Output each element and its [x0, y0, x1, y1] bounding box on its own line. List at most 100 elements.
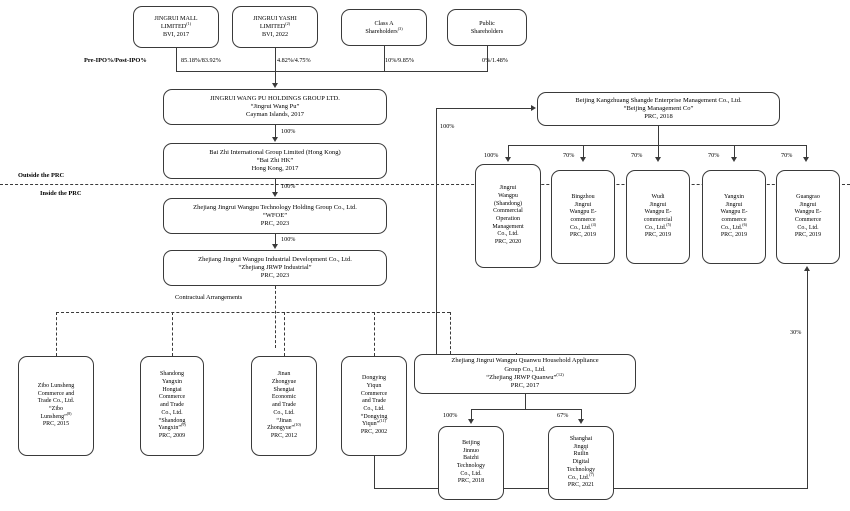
connector-bmc-to-sub-1 [508, 145, 509, 159]
footnote-ref: (9) [180, 422, 186, 428]
subsidiary-line: Wangpu [498, 192, 518, 199]
connector-dongying-down [374, 456, 375, 488]
subsidiary-line: Operation [496, 216, 520, 222]
subsidiary-line: Jingrui [799, 201, 817, 208]
subsidiary-line: Jingrui [499, 185, 517, 192]
entity-location: Hong Kong, 2017 [251, 165, 299, 173]
arrow-to-sub-2 [580, 157, 586, 162]
footnote-ref: (7) [589, 471, 595, 477]
subsidiary-location: PRC, 2019 [794, 232, 822, 239]
vie-alias-line: Lunsheng”(8) [40, 410, 72, 420]
contractual-arrangements-label: Contractual Arrangements [175, 294, 243, 301]
vie-line: Yiqun [366, 382, 382, 389]
vie-location: PRC, 2002 [360, 429, 388, 436]
connector-wfoe-to-industrial [275, 234, 276, 246]
subsidiary-line: Technology [566, 466, 596, 473]
shareholder-box-public: Public Shareholders [447, 9, 527, 46]
footnote-ref: (12) [556, 371, 564, 377]
vie-line: Zibo Lunsheng [37, 382, 75, 389]
pct-bmc-to-sub-4: 70% [708, 152, 720, 159]
subsidiary-box-guangrao-jingrui: Guangrao Jingrui Wangpu E- Commerce Co.,… [776, 170, 840, 264]
vie-location: PRC, 2012 [270, 432, 298, 439]
pct-wfoe-to-industrial: 100% [281, 236, 296, 243]
vie-alias-line: Yiqun”(11) [362, 418, 386, 428]
pct-bmc-to-sub-2: 70% [563, 152, 575, 159]
vie-line: “Jinan [276, 417, 292, 424]
connector-yashi-down [275, 48, 276, 72]
vie-line: “Zibo [49, 406, 63, 412]
connector-bmc-down [658, 126, 659, 145]
subsidiary-line: commercial [643, 217, 673, 223]
entity-location: Cayman Islands, 2017 [246, 111, 304, 119]
connector-quanwu-to-shanghai-jingqi [581, 409, 582, 421]
vie-line: Zhongyue [271, 379, 297, 386]
connector-public-down [487, 46, 488, 72]
vie-line: Commerce and [37, 390, 75, 397]
footnote-ref: (11) [379, 418, 386, 424]
connector-holdings-to-baizhi [275, 125, 276, 139]
arrow-to-sub-3 [655, 157, 661, 162]
vie-alias-line: Yangxin”(9) [158, 422, 186, 432]
entity-box-jingrui-wang-pu-holdings: JINGRUI WANG PU HOLDINGS GROUP LTD. “Jin… [163, 89, 387, 125]
shareholder-name-line1: Class A [374, 19, 394, 27]
entity-box-jrwp-industrial: Zhejiang Jingrui Wangpu Industrial Devel… [163, 250, 387, 286]
subsidiary-line: Digital [572, 459, 590, 466]
footnote-ref: (3) [397, 25, 403, 31]
entity-box-wfoe: Zhejiang Jingrui Wangpu Technology Holdi… [163, 198, 387, 234]
vie-line: “Shandong [158, 417, 186, 424]
connector-quanwu-to-beijing-jinnuo [471, 409, 472, 421]
arrow-to-industrial [272, 244, 278, 249]
vie-line: Hongtai [162, 386, 182, 393]
subsidiary-location: PRC, 2021 [567, 482, 595, 489]
subsidiary-line: (Shandong) [494, 200, 522, 207]
shareholder-box-class-a: Class A Shareholders(3) [341, 9, 427, 46]
subsidiary-line-sup: Co., Ltd.(7) [567, 471, 595, 481]
label-outside-prc: Outside the PRC [18, 172, 65, 179]
subsidiary-location: PRC, 2019 [720, 232, 748, 239]
connector-bmc-to-sub-3 [658, 145, 659, 159]
vie-line: Co., Ltd. [273, 409, 295, 416]
ownership-pct-class-a: 10%/9.85% [385, 57, 415, 64]
entity-alias: “Zhejiang JRWP Quanwu”(12) [486, 371, 564, 381]
entity-box-beijing-management-co: Beijing Kangzhuang Shangde Enterprise Ma… [537, 92, 780, 126]
subsidiary-location: PRC, 2018 [457, 478, 485, 485]
entity-box-zhejiang-jrwp-quanwu: Zhejiang Jingrui Wangpu Quanwu Household… [414, 354, 636, 394]
arrow-to-beijing-management-co [531, 105, 536, 111]
subsidiary-line: Jingrui [574, 201, 592, 208]
entity-name: Bai Zhi International Group Limited (Hon… [209, 148, 341, 156]
shareholder-box-jingrui-mall: JINGRUI MALL LIMITED(1) BVI, 2017 [133, 6, 219, 48]
ownership-pct-jingrui-yashi: 4.82%/4.75% [277, 57, 311, 64]
subsidiary-line: Co., Ltd. [797, 224, 819, 231]
subsidiary-line: Jingrui [725, 201, 743, 208]
shareholder-name-line2: LIMITED(2) [259, 20, 291, 31]
connector-bus-to-holdings [275, 71, 276, 84]
vie-line: and Trade [362, 398, 386, 405]
ownership-pct-jingrui-mall: 85.18%/83.92% [181, 57, 221, 64]
shareholder-location: BVI, 2022 [261, 30, 289, 38]
connector-baizhi-to-wfoe [275, 179, 276, 194]
footnote-ref: (10) [294, 422, 301, 428]
footnote-ref: (6) [742, 221, 748, 227]
vie-line: Trade Co., Ltd. [37, 398, 75, 405]
entity-location: PRC, 2018 [644, 113, 673, 121]
subsidiary-box-beijing-jinnuo-baizhi: Beijing Jinnuo Baizhi Technology Co., Lt… [438, 426, 504, 500]
entity-alias: “Beijing Management Co” [623, 104, 694, 112]
arrow-to-shanghai-jingqi [578, 419, 584, 424]
connector-dongying-to-guangrao-vertical [807, 271, 808, 489]
subsidiary-location: PRC, 2019 [569, 232, 597, 239]
arrow-to-sub-1 [505, 157, 511, 162]
dashed-connector-industrial-down [275, 286, 276, 348]
subsidiary-location: PRC, 2019 [644, 232, 672, 239]
connector-bmc-to-sub-5 [806, 145, 807, 159]
subsidiary-box-shanghai-jingqi-ruilin: Shanghai Jingqi Ruilin Digital Technolog… [548, 426, 614, 500]
arrow-to-holdings [272, 83, 278, 88]
arrow-to-sub-5 [803, 157, 809, 162]
subsidiary-location: PRC, 2020 [494, 239, 522, 246]
entity-name: Zhejiang Jingrui Wangpu Technology Holdi… [193, 203, 357, 211]
shareholder-name-line2: LIMITED(1) [160, 20, 192, 31]
subsidiary-line-sup: Co., Ltd.(5) [644, 221, 672, 231]
label-inside-prc: Inside the PRC [40, 190, 82, 197]
vie-line: Commerce [158, 394, 186, 401]
shareholder-name-line1: JINGRUI MALL [154, 15, 198, 23]
